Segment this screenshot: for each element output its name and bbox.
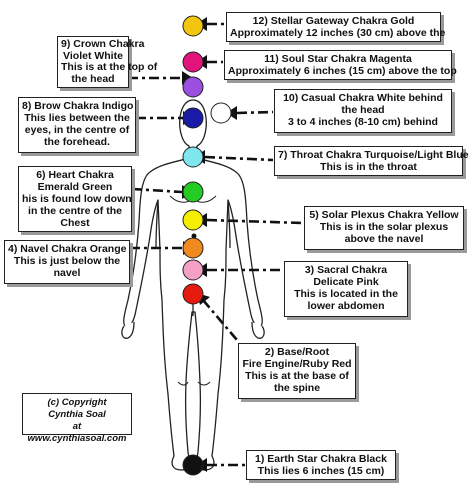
- connector-lines: [128, 22, 304, 467]
- label-line: navel: [53, 267, 81, 279]
- label-line: 5) Solar Plexus Chakra Yellow: [309, 209, 459, 221]
- connector-root: [202, 299, 238, 341]
- label-line: the head: [341, 104, 385, 116]
- label-line: This is at the base of: [245, 370, 349, 382]
- chakra-navel: [182, 237, 204, 259]
- label-line: the head: [71, 72, 115, 85]
- label-throat: 7) Throat Chakra Turquoise/Light Blue Th…: [274, 146, 469, 176]
- label-line: his is found low down: [22, 193, 132, 205]
- label-line: This is just below the: [13, 255, 121, 267]
- label-line: above the navel: [344, 233, 424, 245]
- label-sacral: 3) Sacral Chakra Delicate Pink This is l…: [284, 261, 408, 317]
- chakra-soul-star: [182, 51, 204, 73]
- label-line: eyes, in the centre of: [24, 124, 130, 136]
- connector-casual: [236, 110, 274, 115]
- chakra-crown: [182, 76, 204, 98]
- label-heart: 6) Heart Chakra Emerald Green his is fou…: [18, 166, 132, 232]
- label-line: This is in the solar plexus: [319, 221, 449, 233]
- label-line: 6) Heart Chakra: [36, 169, 114, 181]
- copyright-box: (c) Copyright Cynthia Soal at www.cynthi…: [22, 393, 132, 444]
- label-line: This is located in the: [294, 288, 398, 300]
- label-line: 4) Navel Chakra Orange: [8, 243, 127, 255]
- label-line: This is in the throat: [320, 161, 417, 173]
- chakra-brow: [182, 107, 204, 129]
- label-line: 8) Brow Chakra Indigo: [22, 100, 134, 112]
- chakra-sacral: [182, 259, 204, 281]
- label-stellar-gateway: 12) Stellar Gateway Chakra Gold Approxim…: [226, 12, 446, 42]
- label-line: 1) Earth Star Chakra Black: [255, 453, 387, 465]
- label-base-root: 2) Base/Root Fire Engine/Ruby Red This i…: [238, 343, 356, 399]
- label-line: This lies 6 inches (15 cm): [257, 465, 385, 477]
- label-line: lower abdomen: [307, 300, 385, 312]
- label-line: This is at the top of: [61, 61, 158, 73]
- label-line: the forehead.: [44, 136, 110, 148]
- chakra-dots: [182, 15, 232, 476]
- label-line: Chest: [60, 217, 90, 229]
- label-line: 12) Stellar Gateway Chakra Gold: [252, 15, 415, 27]
- connector-throat: [204, 155, 274, 162]
- label-brow: 8) Brow Chakra Indigo This lies between …: [18, 97, 136, 153]
- chakra-heart: [182, 181, 204, 203]
- connector-solar: [206, 218, 304, 225]
- copyright-line: at www.cynthiasoal.com: [27, 421, 127, 444]
- label-casual: 10) Casual Chakra White behind the head …: [274, 89, 452, 133]
- copyright-line: Cynthia Soal: [48, 409, 106, 420]
- chakra-throat: [182, 146, 204, 168]
- label-navel: 4) Navel Chakra Orange This is just belo…: [4, 240, 130, 284]
- label-line: 9) Crown Chakra: [61, 38, 145, 50]
- label-line: Fire Engine/Ruby Red: [242, 358, 352, 370]
- chakra-solar-plexus: [182, 209, 204, 231]
- connector-heart: [131, 187, 183, 194]
- label-crown: 9) Crown Chakra Violet White This is at …: [57, 36, 158, 88]
- label-line: Approximately 6 inches (15 cm) above the…: [228, 65, 457, 77]
- label-line: 7) Throat Chakra Turquoise/Light Blue: [278, 149, 469, 161]
- chakra-root: [182, 283, 204, 305]
- label-line: Delicate Pink: [313, 276, 379, 288]
- copyright-line: (c) Copyright: [47, 397, 107, 408]
- label-solar-plexus: 5) Solar Plexus Chakra Yellow This is in…: [304, 206, 464, 250]
- label-line: 2) Base/Root: [264, 346, 330, 358]
- label-line: 3 to 4 inches (8-10 cm) behind: [288, 116, 438, 128]
- label-earth-star: 1) Earth Star Chakra Black This lies 6 i…: [246, 450, 396, 480]
- label-line: 10) Casual Chakra White behind: [283, 92, 443, 104]
- navel-mark: [191, 233, 197, 239]
- label-line: Emerald Green: [37, 181, 113, 193]
- label-soul-star: 11) Soul Star Chakra Magenta Approximate…: [224, 50, 457, 80]
- chakra-casual: [210, 102, 232, 124]
- label-line: Approximately 12 inches (30 cm) above th…: [230, 27, 446, 39]
- label-line: 3) Sacral Chakra: [304, 264, 388, 276]
- label-line: Violet White: [63, 49, 123, 62]
- label-line: 11) Soul Star Chakra Magenta: [264, 53, 412, 65]
- chakra-stellar-gateway: [182, 15, 204, 37]
- label-line: This lies between the: [24, 112, 130, 124]
- label-line: in the centre of the: [28, 205, 122, 217]
- label-line: the spine: [273, 382, 321, 394]
- chakra-earth-star: [182, 454, 204, 476]
